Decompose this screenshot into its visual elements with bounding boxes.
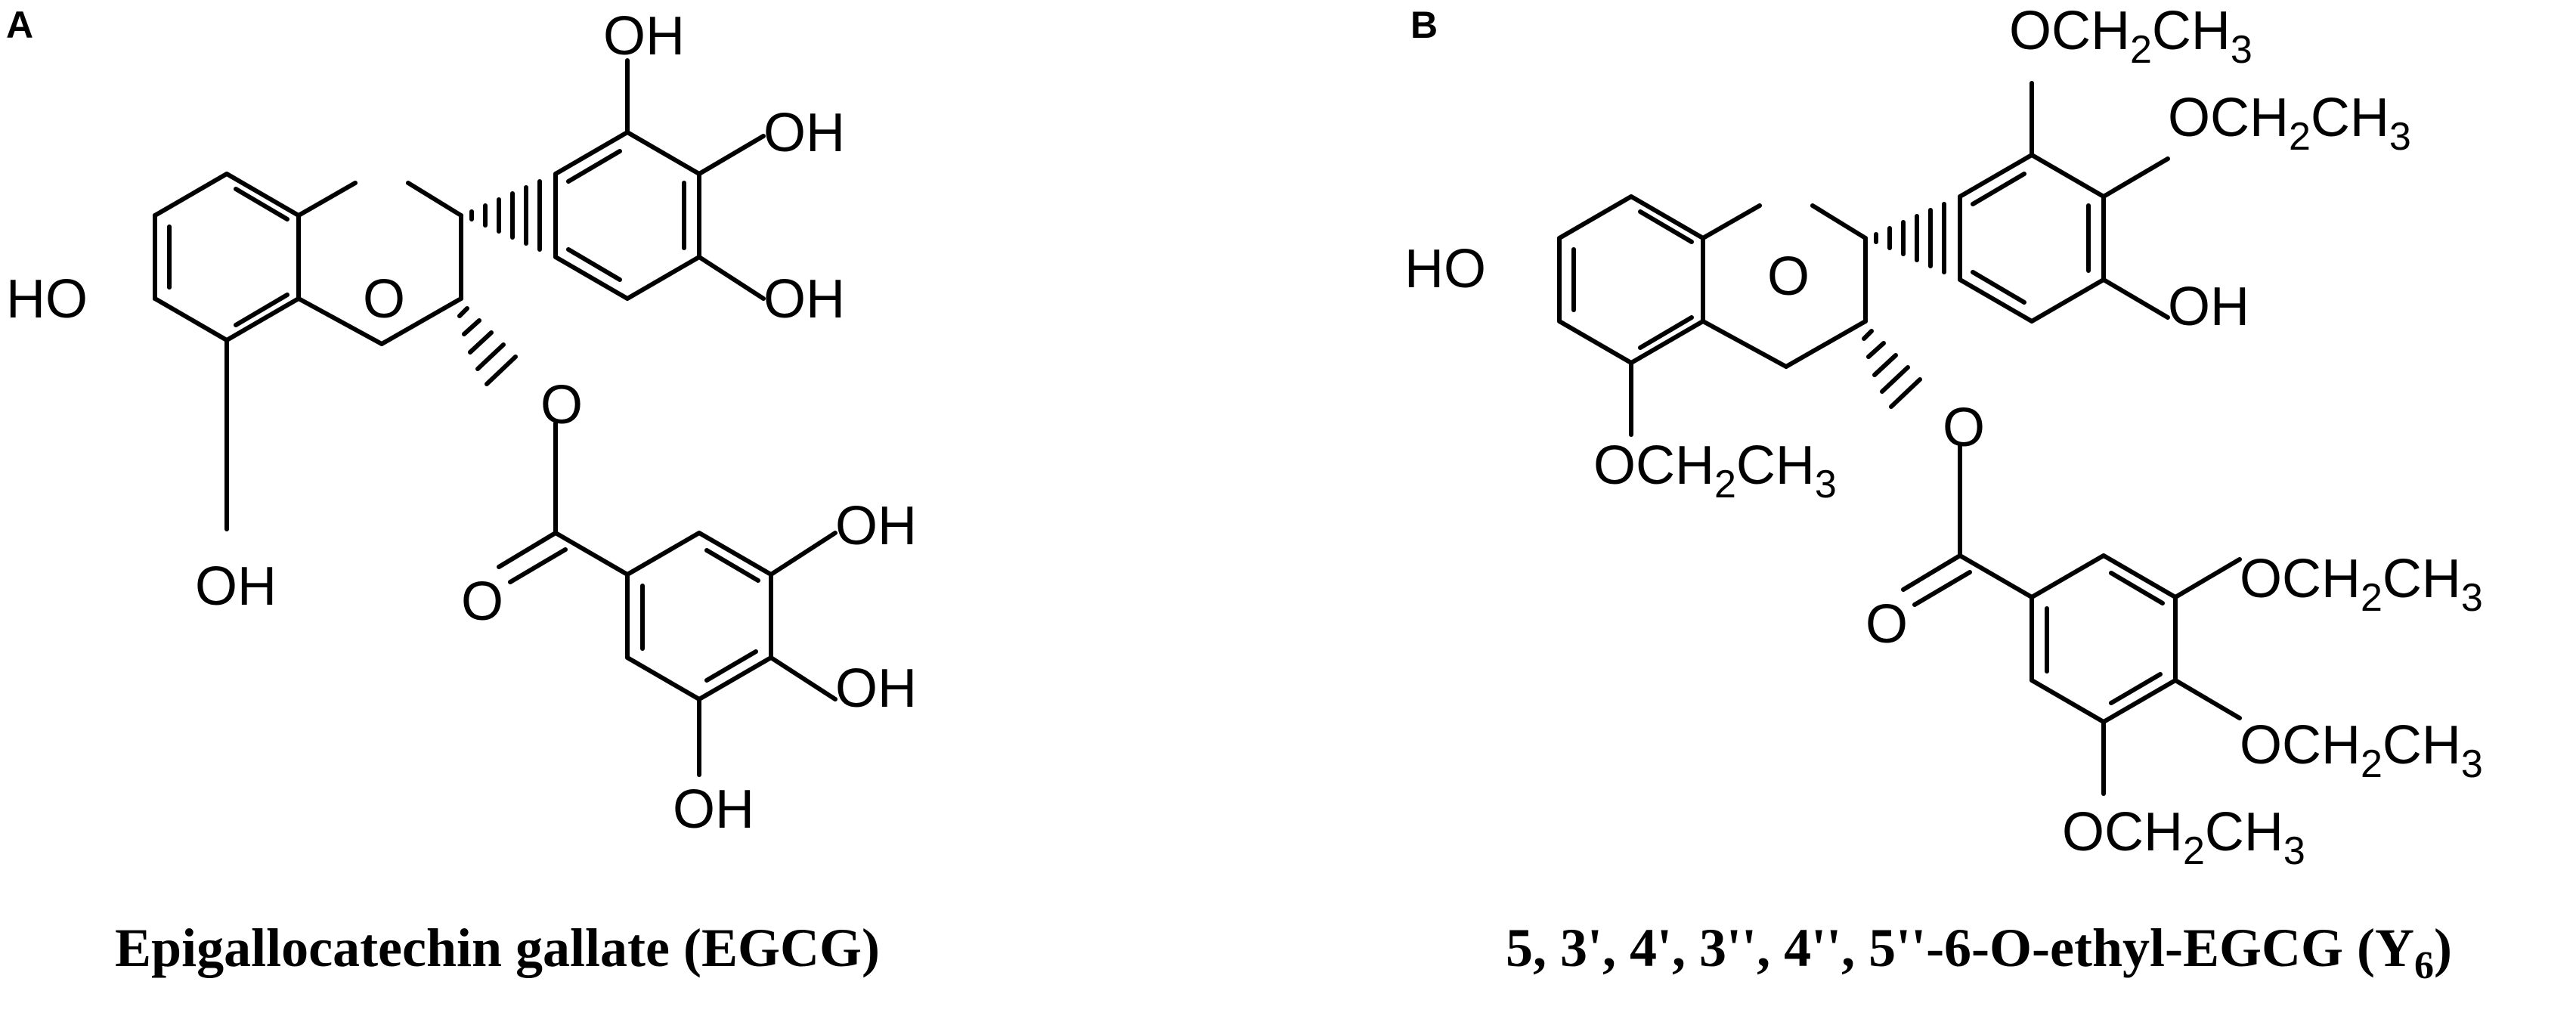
panel-b-oet-4pp: OCH2CH3 <box>2240 715 2483 786</box>
panel-b-label: B <box>1410 4 1438 46</box>
panel-b-oh-5p: OH <box>2168 277 2249 337</box>
panel-a-bonds <box>153 58 838 777</box>
panel-b-ester-o: O <box>1943 398 1985 458</box>
panel-b-oet-3p: OCH2CH3 <box>2009 1 2252 72</box>
panel-a-oh-4p: OH <box>763 103 845 163</box>
panel-a-hash-c2 <box>469 179 542 252</box>
panel-b-oet-3pp: OCH2CH3 <box>2240 549 2483 620</box>
panel-a-oh-3pp: OH <box>835 496 917 556</box>
panel-a-ring-o: O <box>363 269 405 330</box>
panel-a-hash-c3 <box>457 306 518 386</box>
panel-a-oh-5pp: OH <box>673 779 754 840</box>
panel-a-gallate-ring <box>625 531 773 701</box>
panel-a-ring-a <box>153 172 301 342</box>
panel-b-oet-5pp: OCH2CH3 <box>2062 802 2305 873</box>
panel-b-bonds <box>1557 81 2242 796</box>
panel-a-oh-5: OH <box>195 556 277 617</box>
panel-a-oh-4pp: OH <box>835 658 917 719</box>
panel-b-caption: 5, 3', 4', 3'', 4'', 5''-6-O-ethyl-EGCG … <box>1506 918 2452 987</box>
panel-a-ring-b <box>553 130 701 301</box>
panel-b-hash-c2 <box>1874 202 1946 274</box>
panel-b-ring-o: O <box>1767 246 1810 307</box>
panel-a-oh-5p: OH <box>763 269 845 330</box>
panel-a-oh-3p: OH <box>603 6 685 67</box>
panel-b-carbonyl-o: O <box>1865 594 1908 655</box>
panel-b-hash-c3 <box>1862 329 1922 409</box>
panel-a-label: A <box>6 4 33 46</box>
panel-a: A <box>6 4 917 978</box>
panel-a-ho-7: HO <box>6 269 88 330</box>
panel-a-carbonyl-o: O <box>461 571 503 632</box>
panel-b-ho-7: HO <box>1404 239 1486 299</box>
panel-b-oet-5: OCH2CH3 <box>1593 435 1837 506</box>
panel-a-ester-o: O <box>540 375 583 435</box>
panel-a-caption: Epigallocatechin gallate (EGCG) <box>115 918 880 978</box>
panel-b-oet-4p: OCH2CH3 <box>2168 88 2411 159</box>
panel-b: B <box>1404 1 2483 987</box>
